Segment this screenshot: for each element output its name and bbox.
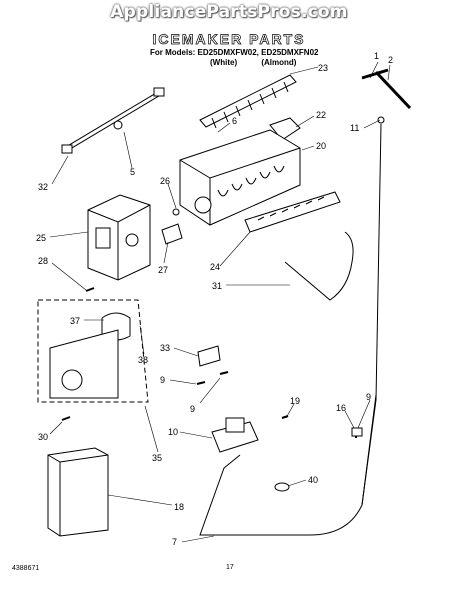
callout-9c: 9 [366, 392, 371, 402]
callout-20: 20 [316, 141, 326, 151]
callout-16: 16 [336, 403, 346, 413]
callout-22: 22 [316, 110, 326, 120]
doc-number: 4388671 [12, 565, 40, 572]
page-number: 17 [226, 564, 234, 571]
callout-11: 11 [350, 123, 359, 133]
callout-18: 18 [174, 502, 184, 512]
part-24-stripper [244, 191, 341, 233]
part-28-screw [85, 287, 95, 292]
callout-6: 6 [232, 116, 237, 126]
callout-31: 31 [212, 281, 222, 291]
callout-24: 24 [210, 262, 220, 272]
part-30-screw [61, 416, 71, 421]
part-20-mold [179, 129, 301, 226]
diagram-title: ICEMAKER PARTS [152, 31, 306, 48]
callout-5: 5 [130, 167, 135, 177]
part-31-arm [284, 231, 354, 301]
callout-25: 25 [36, 233, 46, 243]
part-16-clip [351, 427, 363, 437]
callout-1: 1 [374, 51, 379, 61]
callout-32: 32 [38, 182, 48, 192]
callout-2: 2 [388, 55, 393, 65]
callout-10: 10 [168, 427, 178, 437]
part-26-pin [172, 208, 180, 216]
callout-38: 38 [138, 355, 148, 365]
site-watermark: AppliancePartsPros.com [110, 2, 348, 22]
model-variants: (White) (Almond) [210, 58, 350, 67]
board-gear [61, 369, 83, 391]
callout-37: 37 [70, 316, 80, 326]
part-25-housing [87, 194, 151, 281]
callout-23: 23 [318, 63, 328, 73]
part-control-board [49, 329, 119, 399]
part-2-tube [374, 70, 412, 110]
callout-35: 35 [152, 453, 162, 463]
part-32-harness [61, 87, 165, 154]
variant-almond: (Almond) [261, 58, 297, 67]
part-23-ejector [199, 74, 297, 129]
callout-19: 19 [290, 396, 300, 406]
part-7-tube [199, 123, 382, 536]
part-18-cover [47, 447, 109, 537]
variant-white: (White) [210, 58, 238, 67]
callout-7: 7 [172, 537, 177, 547]
part-11-nut [377, 116, 385, 124]
callout-30: 30 [38, 432, 48, 442]
model-list: For Models: ED25DMXFW02, ED25DMXFN02 [150, 48, 319, 57]
callout-9a: 9 [160, 375, 165, 385]
part-10-valve [211, 417, 259, 453]
part-33-bracket [197, 345, 221, 367]
part-1-fitting [361, 68, 389, 80]
callout-28: 28 [38, 256, 48, 266]
part-27-coupler [161, 223, 183, 245]
part-35-assembly-box [37, 299, 149, 403]
callout-9b: 9 [190, 404, 195, 414]
callout-27: 27 [158, 265, 168, 275]
callout-40: 40 [308, 475, 318, 485]
callout-33: 33 [160, 343, 170, 353]
part-40-grommet [274, 482, 290, 492]
callout-labels: 1 2 23 6 22 11 20 32 5 26 25 28 27 24 31… [36, 51, 393, 547]
callout-26: 26 [160, 176, 170, 186]
